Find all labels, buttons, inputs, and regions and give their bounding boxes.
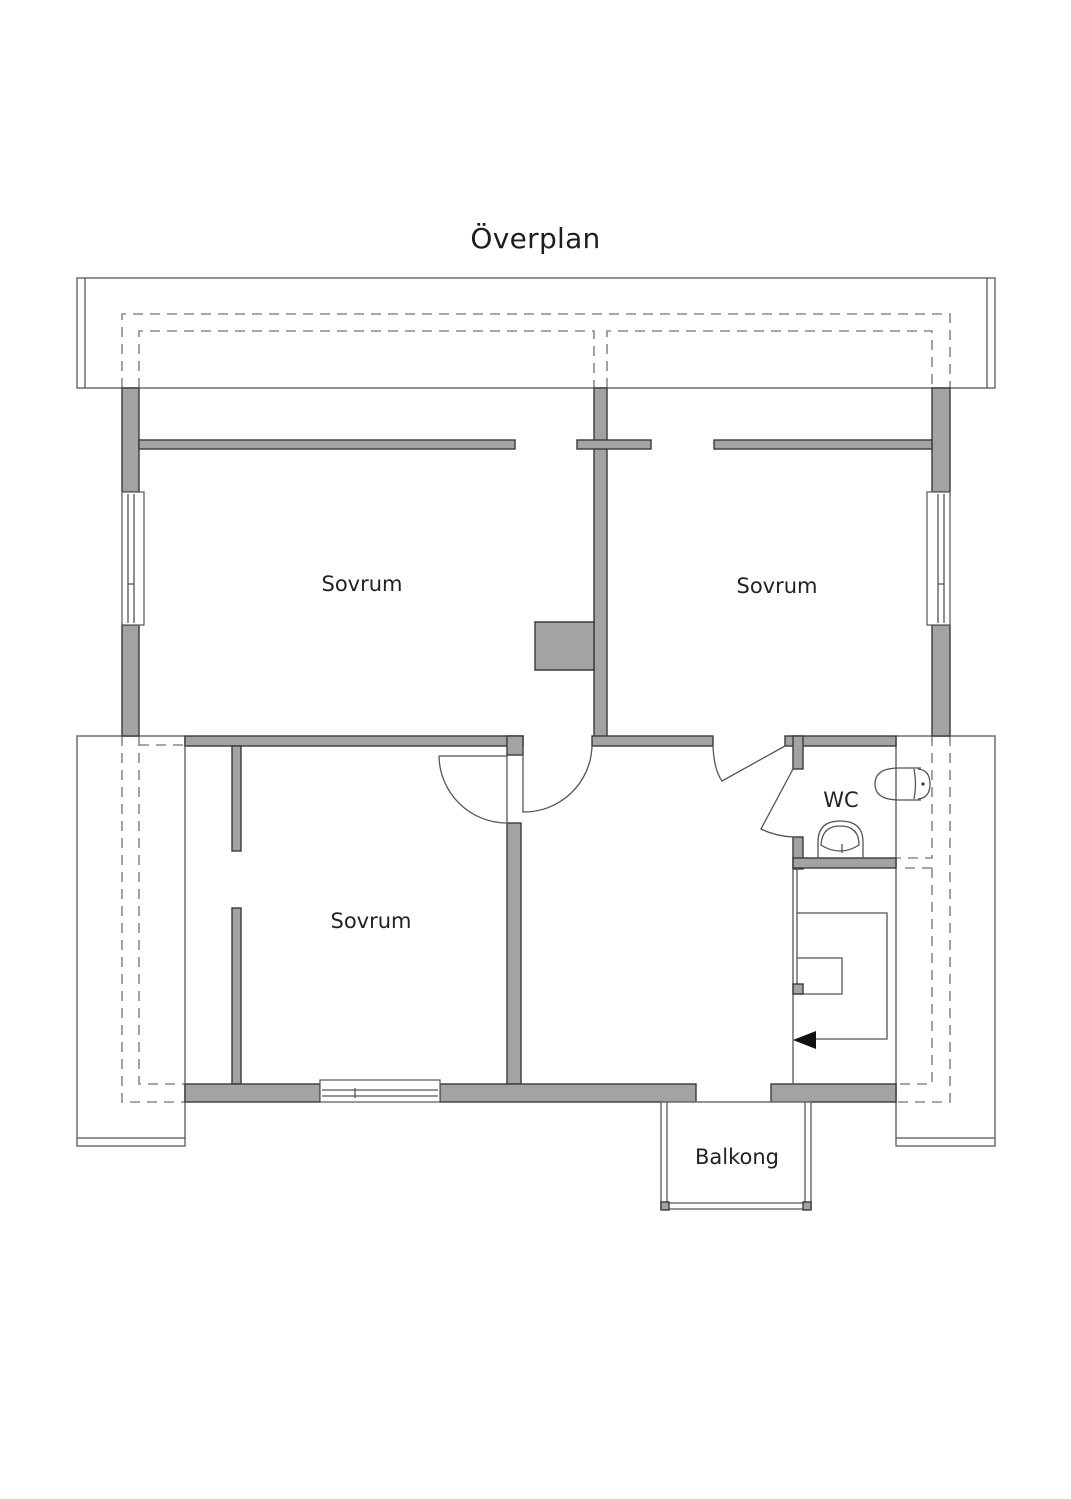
roof-overhang-right <box>895 735 996 1147</box>
room-label-bedroom-top-left: Sovrum <box>321 572 402 596</box>
door-wc <box>760 768 794 838</box>
balcony <box>660 1101 812 1211</box>
room-label-wc: WC <box>823 788 858 812</box>
sink-icon <box>817 820 864 858</box>
room-label-bedroom-top-right: Sovrum <box>736 574 817 598</box>
roof-overhang-left <box>76 735 186 1147</box>
window-right <box>926 491 951 626</box>
walls <box>121 387 951 1103</box>
room-label-bedroom-bottom-left: Sovrum <box>330 909 411 933</box>
room-label-balcony: Balkong <box>695 1145 779 1169</box>
toilet-icon <box>874 767 931 801</box>
window-left <box>121 491 145 626</box>
plan-title: Överplan <box>470 222 601 255</box>
window-bottom <box>319 1079 441 1103</box>
dashed-ceiling-lines <box>121 313 951 1103</box>
staircase <box>792 868 888 1084</box>
door-bottom-left-bedroom <box>438 755 508 824</box>
door-top-left-bedroom <box>522 745 593 813</box>
door-top-right-bedroom <box>712 745 786 782</box>
roof-overhang-top <box>76 277 996 389</box>
stair-direction-arrow-icon <box>793 1031 816 1049</box>
